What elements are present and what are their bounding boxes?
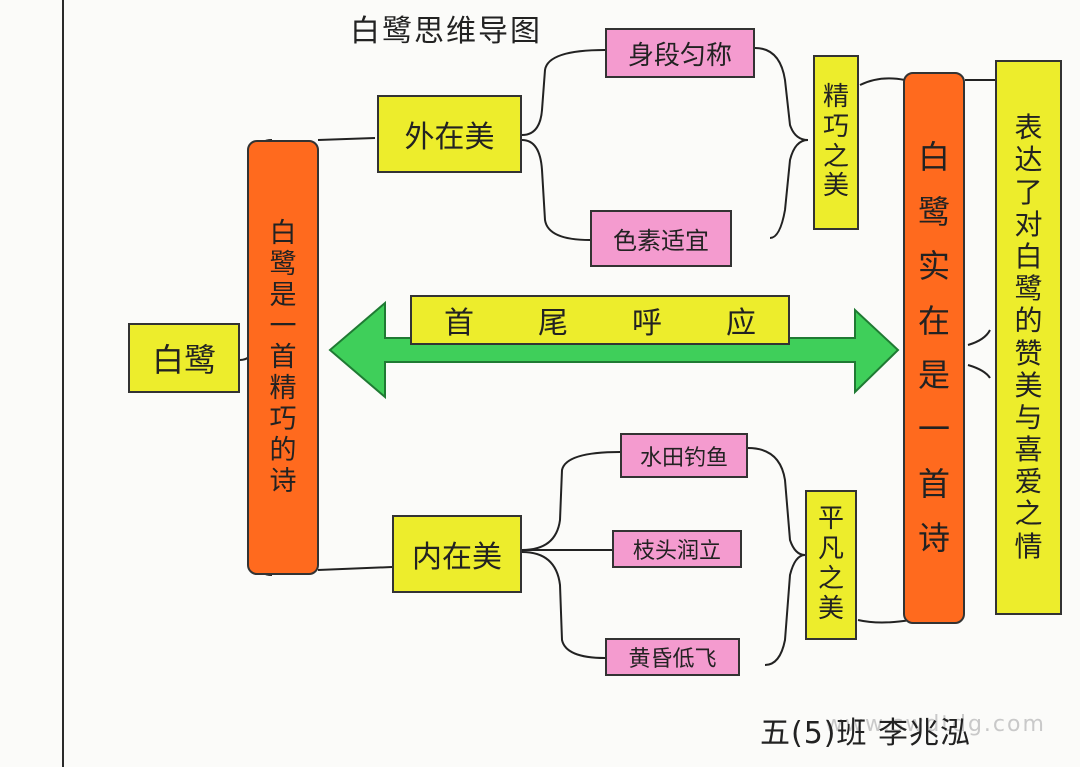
outer-item-0: 身段匀称 — [605, 28, 755, 78]
inner-summary-node: 平 凡 之 美 — [805, 490, 857, 640]
outer-summary-node: 精 巧 之 美 — [813, 55, 859, 230]
diagram-title: 白鹭思维导图 — [350, 14, 542, 49]
inner-item-1: 枝头润立 — [612, 530, 742, 568]
outer-item-1: 色素适宜 — [590, 210, 732, 267]
double-arrow — [328, 300, 900, 400]
feeling-node: 表 达 了 对 白 鹭 的 赞 美 与 喜 爱 之 情 — [995, 60, 1062, 615]
author-signature: 五(5)班 李兆泓 — [760, 716, 972, 751]
right-summary-node: 白 鹭 实 在 是 一 首 诗 — [903, 72, 965, 624]
inner-item-2: 黄昏低飞 — [605, 638, 740, 676]
outer-beauty-node: 外在美 — [377, 95, 522, 173]
arrow-label: 首 尾 呼 应 — [410, 295, 790, 345]
center-node: 白鹭 — [128, 323, 240, 393]
watermark: www.swdtdg.com — [825, 712, 1046, 737]
inner-item-0: 水田钓鱼 — [620, 433, 748, 478]
inner-beauty-node: 内在美 — [392, 515, 522, 593]
paper-margin-line — [62, 0, 64, 767]
left-summary-node: 白 鹭 是 一 首 精 巧 的 诗 — [247, 140, 319, 575]
